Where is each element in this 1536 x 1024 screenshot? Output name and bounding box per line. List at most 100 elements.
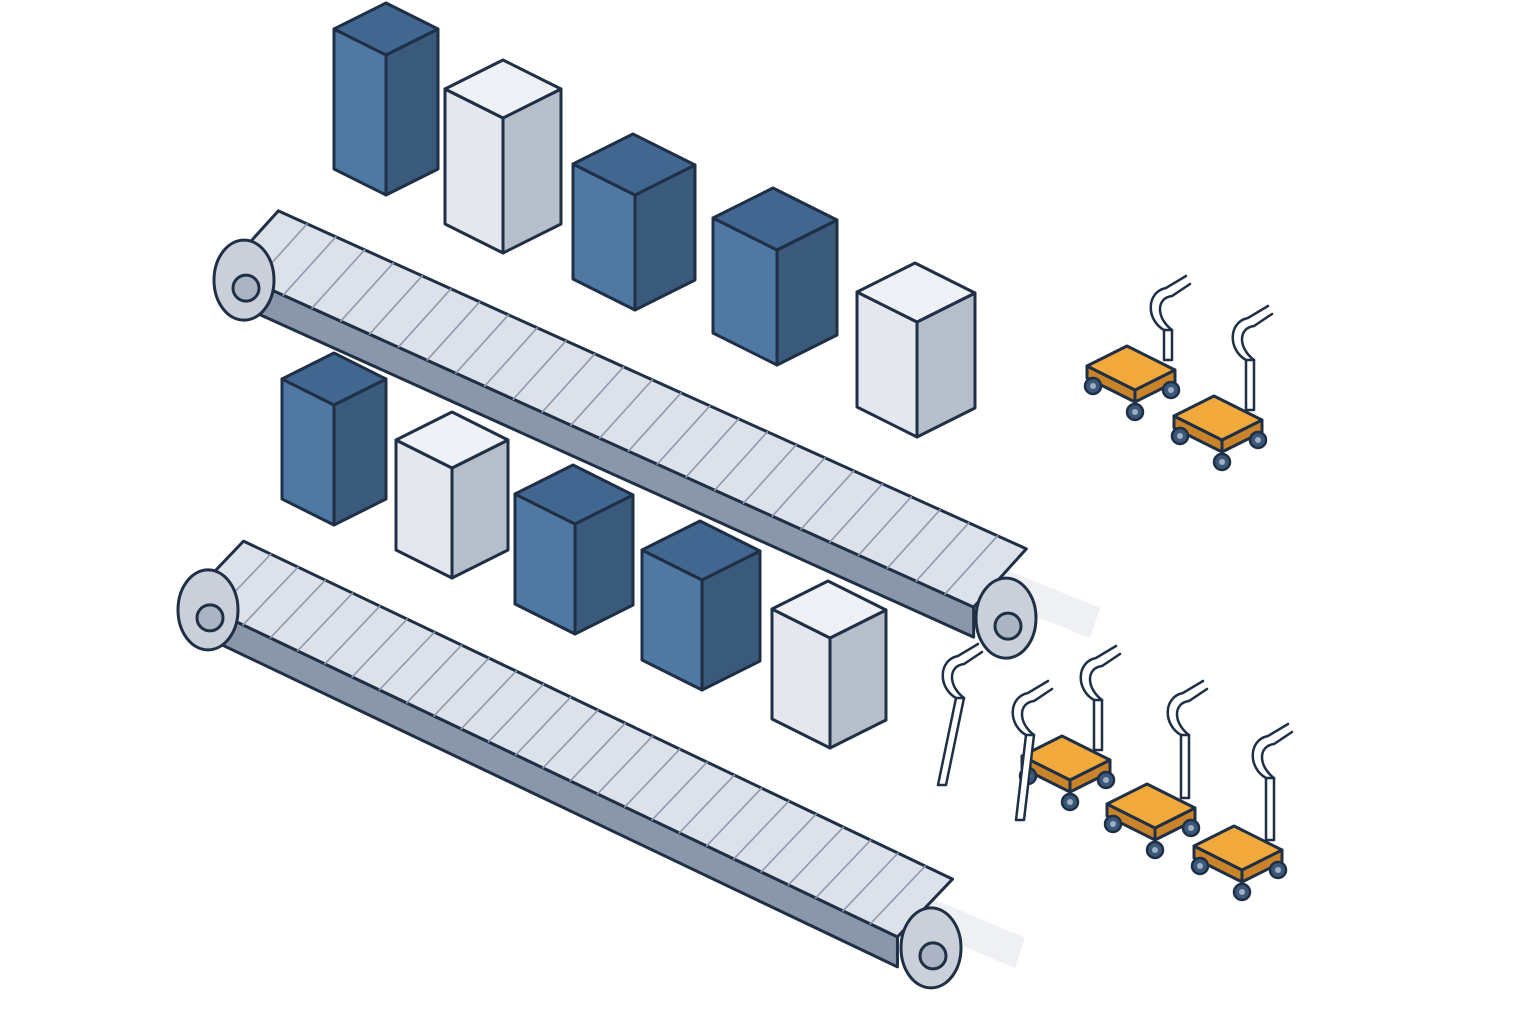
belt-slat	[405, 644, 463, 704]
box-face-top	[443, 58, 563, 120]
belt-slat	[733, 800, 790, 860]
cart-handle	[1166, 679, 1209, 800]
cart-deck-top	[1192, 824, 1284, 872]
belt-slat	[596, 735, 654, 795]
box-dark	[280, 351, 388, 527]
wheel-hub	[1219, 459, 1225, 465]
box-face-side	[384, 27, 440, 197]
cart-handle	[1011, 679, 1054, 822]
cart	[1190, 722, 1294, 902]
belt-slat	[944, 535, 999, 595]
box-face-top	[571, 132, 697, 197]
roller-hub-icon	[918, 941, 948, 971]
box-face-top	[770, 579, 888, 640]
box-dark	[711, 186, 839, 367]
belt-slat	[713, 431, 769, 491]
belt-slat	[487, 683, 545, 743]
upper-conveyor	[212, 1, 1274, 660]
box-dark	[640, 519, 762, 692]
handle-grip	[941, 642, 984, 700]
belt-slat	[397, 288, 452, 348]
cart-handle	[1251, 722, 1294, 842]
handle-post	[1179, 733, 1191, 800]
belt-slat	[483, 327, 539, 387]
belt-slat	[800, 470, 855, 530]
box-dark	[513, 463, 635, 636]
belt-slat	[512, 340, 567, 400]
belt-slat	[787, 826, 845, 886]
wheel-hub	[1090, 383, 1096, 389]
cart-group	[936, 642, 1294, 902]
belt-slat	[598, 379, 654, 439]
belt-slat	[627, 392, 682, 452]
handle-grip	[1149, 274, 1192, 332]
belt-slat	[339, 262, 395, 322]
belt-slat	[433, 657, 490, 717]
belt-rollers	[176, 568, 963, 990]
cart-deck-top	[1085, 344, 1177, 392]
box-face-top	[640, 519, 762, 582]
roller-hub-icon	[993, 611, 1023, 641]
cart	[1083, 274, 1192, 422]
cart-deck-top	[1020, 734, 1112, 782]
box-row	[332, 1, 977, 439]
box-light	[443, 58, 563, 255]
belt-slat	[426, 301, 481, 361]
cart-handle	[1149, 274, 1192, 362]
handle-post	[936, 696, 966, 787]
box-face-top	[855, 261, 977, 324]
cart	[1103, 679, 1209, 860]
belt-slat	[269, 579, 327, 639]
belt-slat	[311, 249, 366, 309]
belt-slats	[253, 223, 999, 595]
wheel-hub	[1067, 799, 1073, 805]
wheel-hub	[1239, 889, 1245, 895]
belt-slat	[541, 353, 596, 413]
belt-slat	[814, 839, 872, 899]
belt-slat	[651, 761, 708, 821]
wheel-hub	[1188, 825, 1194, 831]
box-row	[280, 351, 888, 750]
handle-grip	[1251, 722, 1294, 780]
belt-slat	[542, 709, 599, 769]
roller-hub-icon	[231, 273, 261, 303]
handle-post	[1264, 776, 1276, 842]
box-face-top	[711, 186, 839, 252]
handle-grip	[1011, 679, 1054, 737]
handle-grip	[1231, 304, 1274, 362]
wheel-hub	[1132, 409, 1138, 415]
belt-slat	[242, 566, 299, 626]
cart-deck-top	[1105, 782, 1197, 830]
handle-post	[1092, 698, 1104, 752]
cart-handle	[1079, 644, 1122, 752]
belt-slat	[857, 496, 913, 556]
box-light	[770, 579, 888, 750]
box-light	[394, 410, 510, 580]
box-face-top	[513, 463, 635, 526]
belt-slat	[656, 405, 711, 465]
belt-slat	[368, 275, 424, 335]
handle-post	[1162, 328, 1174, 362]
wheel-hub	[1177, 433, 1183, 439]
wheel-hub	[1197, 863, 1203, 869]
cart-handle	[1231, 304, 1274, 412]
belt-slat	[828, 483, 884, 543]
wheel-hub	[1168, 387, 1174, 393]
lower-conveyor	[176, 351, 1294, 990]
wheel-hub	[1110, 821, 1116, 827]
wheel-hub	[1255, 437, 1261, 443]
belt-slat	[771, 457, 826, 517]
belt-slat	[678, 774, 736, 834]
belt-slat	[282, 236, 337, 296]
wheel-hub	[1152, 847, 1158, 853]
wheel-hub	[1103, 777, 1109, 783]
handle-grip	[1166, 679, 1209, 737]
belt-slats	[214, 553, 927, 925]
belt-slat	[351, 618, 408, 678]
belt-slat	[685, 418, 740, 478]
belt-slat	[296, 592, 354, 652]
belt-slat	[842, 852, 899, 912]
box-dark	[332, 1, 440, 197]
roller-hub-icon	[195, 603, 225, 633]
